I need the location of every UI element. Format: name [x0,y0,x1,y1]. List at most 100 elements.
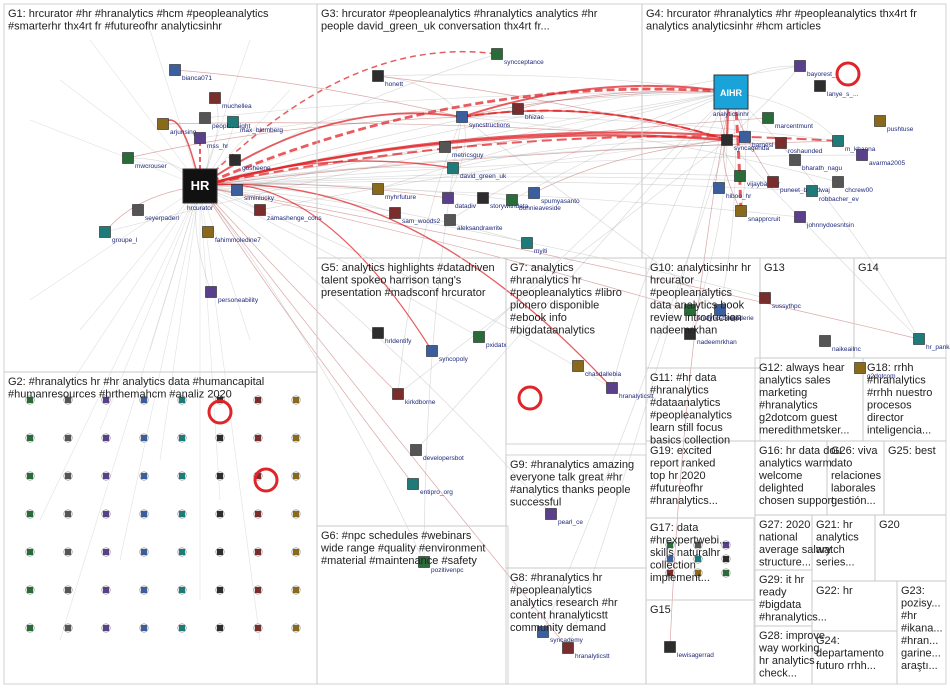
node-avatar[interactable] [291,623,301,633]
node-snapprcruit[interactable]: snapprcruit [735,205,781,224]
node-hrldentify[interactable]: hrldentify [372,327,413,346]
node-pxidatx[interactable]: pxidatx [473,331,508,350]
node-hiboo-hr[interactable]: hiboo_hr [713,182,753,201]
node-avatar[interactable] [63,509,73,519]
node-avatar[interactable] [25,471,35,481]
node-avatar[interactable] [25,433,35,443]
node-syncopoly[interactable]: syncopoly [426,345,469,364]
node-analyticsbooks[interactable]: analyticsbooks [684,304,741,323]
node-avatar[interactable] [291,509,301,519]
node-avatar[interactable] [291,547,301,557]
node-avatar[interactable] [177,585,187,595]
node-pearl-ce[interactable]: pearl_ce [545,508,584,527]
node-avatar[interactable] [25,547,35,557]
node-avatar[interactable] [25,395,35,405]
node-avatar[interactable] [101,471,111,481]
node-avatar[interactable] [63,471,73,481]
node-avatar[interactable] [215,623,225,633]
node-kirkdborne[interactable]: kirkdborne [392,388,436,407]
node-avatar[interactable] [101,509,111,519]
node-avatar[interactable] [139,623,149,633]
node-hranalyticstt[interactable]: hranalyticstt [562,642,610,661]
node-avatar[interactable] [253,585,263,595]
node-fahimmoledine7[interactable]: fahimmoledine7 [202,226,262,245]
node-david-green-uk[interactable]: david_green_uk [447,162,508,181]
node-bonnieaveside[interactable]: bonnieaveside [506,194,562,213]
node-avatar[interactable] [25,509,35,519]
node-avatar[interactable] [721,568,731,578]
node-avatar[interactable] [101,433,111,443]
node-puneet-bhardwaj[interactable]: puneet_bhardwaj [767,176,830,195]
node-avatar[interactable] [693,540,703,550]
node-seyerpaderl[interactable]: seyerpaderl [132,204,180,223]
node-nadeemrkhan[interactable]: nadeemrkhan [684,328,738,347]
node-avatar[interactable] [665,540,675,550]
node-avatar[interactable] [693,568,703,578]
node-bayorest-c[interactable]: bayorest_c [794,60,840,79]
node-myiti[interactable]: myiti [521,237,548,256]
node-lanye-s-[interactable]: lanye_s_... [814,80,859,99]
node-avarma2005[interactable]: avarma2005 [856,149,906,168]
node-avatar[interactable] [665,554,675,564]
node-marcentmunt[interactable]: marcentmunt [762,112,814,131]
node-johnnydoesntsin[interactable]: johnnydoesntsin [794,211,855,230]
node-avatar[interactable] [139,433,149,443]
node-syncademy[interactable]: syncademy [537,626,584,645]
node-bianca071[interactable]: bianca071 [169,64,213,83]
node-vijaybanker[interactable]: vijaybanker [734,170,781,189]
node-max-blumberg[interactable]: max_blumberg [227,116,284,135]
node-avatar[interactable] [253,623,263,633]
node-avatar[interactable] [63,433,73,443]
node-avatar[interactable] [253,395,263,405]
node-avatar[interactable] [63,623,73,633]
node-avatar[interactable] [101,623,111,633]
node-lewisagerrad[interactable]: lewisagerrad [664,641,715,660]
node-mss-hr[interactable]: mss_hr [194,132,230,151]
node-avatar[interactable] [139,471,149,481]
node-avatar[interactable] [139,509,149,519]
node-roshaunded[interactable]: roshaunded [775,137,823,156]
node-bhizac[interactable]: bhizac [512,103,545,122]
node-avatar[interactable] [253,509,263,519]
node-pozitivenpc[interactable]: pozitivenpc [418,556,465,575]
node-avatar[interactable] [721,540,731,550]
node-avatar[interactable] [63,547,73,557]
node-muchellea[interactable]: muchellea [209,92,253,111]
node-syncstructions[interactable]: syncstructions [456,111,511,130]
node-datadiv[interactable]: datadiv [442,192,477,211]
node-g2dotcom[interactable]: g2dotcom [854,362,896,381]
node-avatar[interactable] [139,585,149,595]
node-nejoderie[interactable]: nejoderie [714,304,755,323]
node-gosheene[interactable]: gosheene [229,154,271,173]
node-developersbot[interactable]: developersbot [410,444,465,463]
node-avatar[interactable] [177,623,187,633]
node-avatar[interactable] [291,395,301,405]
node-spumyasanto[interactable]: spumyasanto [528,187,581,206]
node-avatar[interactable] [215,471,225,481]
node-avatar[interactable] [291,433,301,443]
node-sam-woods2[interactable]: sam_woods2 [389,207,441,226]
node-groupe-l[interactable]: groupe_l [99,226,138,245]
node-avatar[interactable] [101,395,111,405]
node-bharath-nagu[interactable]: bharath_nagu [789,154,843,173]
node-avatar[interactable] [25,623,35,633]
node-honett[interactable]: honett [372,70,404,89]
node-pushtuse[interactable]: pushtuse [874,115,914,134]
node-avatar[interactable] [177,433,187,443]
node-avatar[interactable] [215,585,225,595]
node-sussythpc[interactable]: sussythpc [759,292,802,311]
node-entipro-org[interactable]: entipro_org [407,478,454,497]
node-avatar[interactable] [291,585,301,595]
node-avatar[interactable] [25,585,35,595]
node-chasdallebia[interactable]: chasdallebia [572,360,622,379]
node-avatar[interactable] [215,433,225,443]
node-avatar[interactable] [177,547,187,557]
node-zamashenge-cons[interactable]: zamashenge_cons [254,204,323,223]
node-avatar[interactable] [253,433,263,443]
node-avatar[interactable] [177,471,187,481]
node-robbacher-ev[interactable]: robbacher_ev [806,185,860,204]
node-mwcrouser[interactable]: mwcrouser [122,152,168,171]
node-hr-pankaj[interactable]: hr_pankaj [913,333,950,352]
